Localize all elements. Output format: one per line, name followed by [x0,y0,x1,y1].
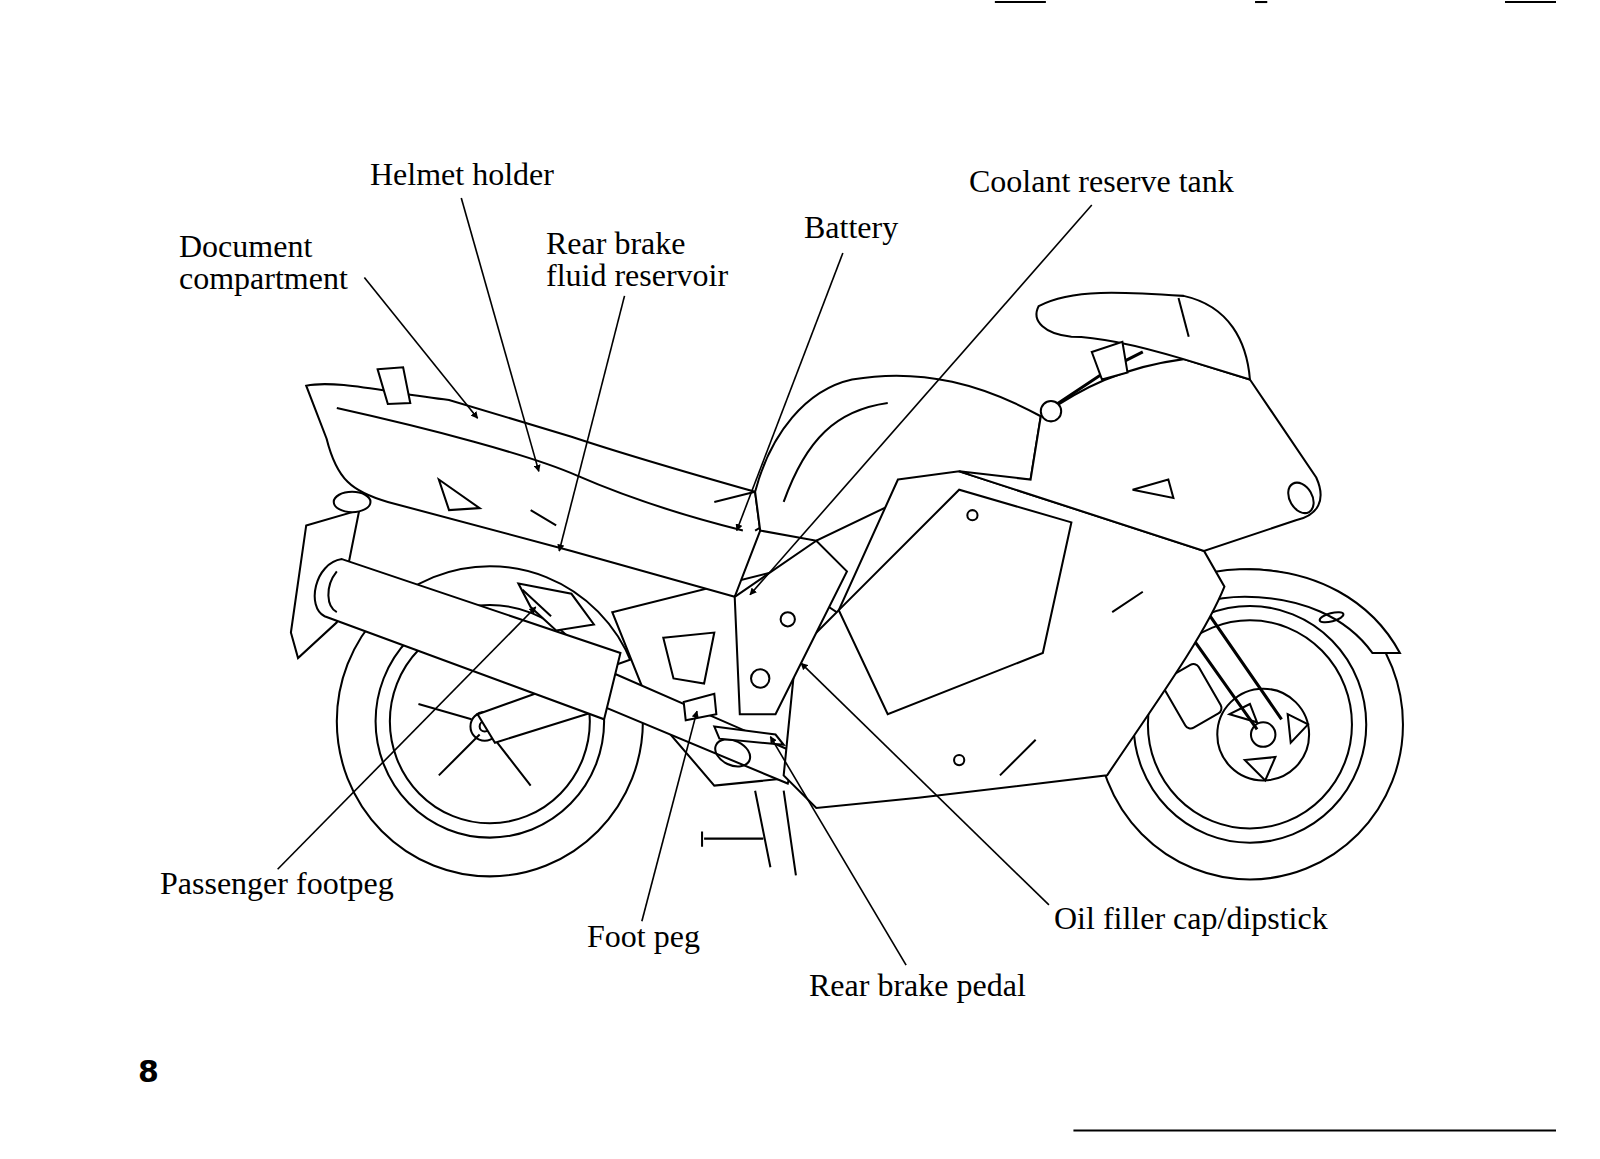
drawing-line [684,694,717,721]
part-label: Coolant reserve tank [969,165,1234,197]
drawing-line [1037,293,1250,380]
drawing-line [559,296,624,551]
part-label: Foot peg [587,920,700,952]
drawing-line [1041,401,1061,421]
drawing-line [1319,610,1345,624]
drawing-line [839,490,1072,714]
drawing-line [1073,1129,1556,1131]
drawing-line [751,669,769,687]
part-label: Helmet holder [370,158,554,190]
drawing-line [278,2,1556,1130]
drawing-line [1283,478,1319,517]
drawing-line [642,711,697,921]
drawing-line [967,510,977,520]
drawing-line [770,737,906,966]
drawing-line [750,205,1092,595]
drawing-line [522,590,551,617]
drawing-line [1000,592,1143,776]
drawing-line [1230,704,1309,781]
drawing-line [1255,1,1267,3]
part-label: Document compartment [179,230,383,294]
drawing-line [315,559,621,719]
drawing-line [663,633,714,684]
drawing-line [784,403,888,502]
drawing-line [1505,1,1556,3]
drawing-line [737,253,843,531]
drawing-line [378,367,411,404]
drawing-line [702,791,796,876]
drawing-line [278,607,536,869]
drawing-line [735,541,847,714]
part-label: Rear brake fluid reservoir [546,227,745,291]
drawing-line [801,663,1049,905]
drawing-line [781,612,795,626]
part-label: Passenger footpeg [160,867,394,899]
drawing-line [1092,342,1128,380]
drawing-line [364,278,477,419]
drawing-line [334,492,371,512]
drawing-line [954,755,964,765]
drawing-line [337,408,743,530]
drawing-line [995,1,1046,3]
drawing-line [1133,480,1174,498]
drawing-line [278,198,1092,965]
part-label: Battery [804,211,898,243]
part-label: Rear brake pedal [809,969,1026,1001]
drawing-line [328,571,336,612]
part-label: Oil filler cap/dipstick [1054,902,1328,934]
drawing-line [1179,298,1189,337]
drawing-line [439,480,556,526]
drawing-line [1217,689,1309,781]
drawing-line [306,384,760,597]
drawing-line [518,584,593,631]
page-number: 8 [138,1057,159,1087]
drawing-line [597,668,796,783]
drawing-line [461,198,539,471]
drawing-line [959,359,1320,551]
